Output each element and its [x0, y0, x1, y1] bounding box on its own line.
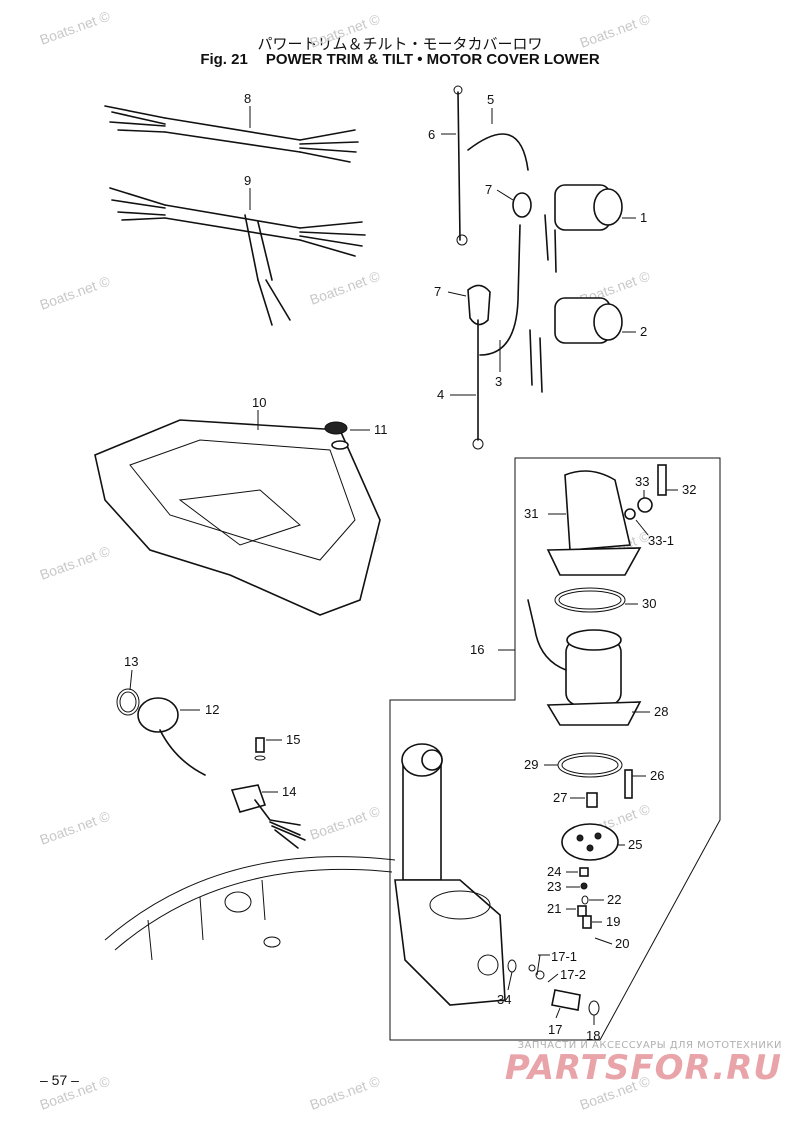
part-label-6: 6 — [428, 127, 435, 142]
part-label-30: 30 — [642, 596, 656, 611]
part-label-2: 2 — [640, 324, 647, 339]
part-label-17-1: 17-1 — [551, 949, 577, 964]
part-label-33-1: 33-1 — [648, 533, 674, 548]
part-label-16: 16 — [470, 642, 484, 657]
figure-title: POWER TRIM & TILT • MOTOR COVER LOWER — [265, 51, 600, 68]
tilt-cylinder-drawing — [394, 743, 506, 1006]
part-label-15: 15 — [286, 732, 300, 747]
valve-27-drawing — [570, 792, 598, 808]
part-label-13: 13 — [124, 654, 138, 669]
grommet-12-drawing — [137, 697, 206, 776]
watermark: Boats.net © — [308, 267, 383, 307]
watermark: Boats.net © — [38, 807, 113, 847]
o-ring-30-drawing — [554, 587, 638, 613]
cowling-reference-drawing — [104, 856, 396, 961]
part-label-18: 18 — [586, 1028, 600, 1043]
clamp-14-drawing — [230, 784, 306, 849]
o-ring-13-drawing — [116, 669, 140, 716]
watermark: Boats.net © — [578, 10, 653, 50]
part-label-29: 29 — [524, 757, 538, 772]
part-label-24: 24 — [547, 864, 561, 879]
part-label-10: 10 — [252, 395, 266, 410]
part-label-1: 1 — [640, 210, 647, 225]
part-label-8: 8 — [244, 91, 251, 106]
part-label-23: 23 — [547, 879, 561, 894]
part-label-27: 27 — [553, 790, 567, 805]
watermark: Boats.net © — [308, 802, 383, 842]
part-label-26: 26 — [650, 768, 664, 783]
reservoir-31-drawing — [546, 470, 642, 576]
o-ring-29-drawing — [544, 752, 623, 778]
part-label-21: 21 — [547, 901, 561, 916]
motor-cover-lower-10-drawing — [94, 410, 381, 616]
page-title-japanese: パワートリム＆チルト・モータカバーロワ — [257, 35, 543, 53]
part-label-31: 31 — [524, 506, 538, 521]
boot-7-upper-drawing — [496, 189, 532, 218]
part-label-12: 12 — [205, 702, 219, 717]
small-parts-drawing — [566, 867, 613, 945]
watermark: Boats.net © — [308, 1072, 383, 1112]
pump-assembly-16-frame — [389, 457, 721, 1041]
harness-9-drawing — [109, 187, 366, 326]
part-label-25: 25 — [628, 837, 642, 852]
valve-17-drawing — [528, 954, 581, 1019]
watermark: Boats.net © — [38, 7, 113, 47]
part-label-14: 14 — [282, 784, 296, 799]
part-label-7-lower: 7 — [434, 284, 441, 299]
o-ring-34-drawing — [507, 959, 517, 991]
watermark: Boats.net © — [38, 542, 113, 582]
bolt-32-drawing — [657, 464, 678, 496]
part-label-3: 3 — [495, 374, 502, 389]
bolt-15-drawing — [254, 737, 282, 761]
bolt-26-drawing — [624, 769, 646, 799]
part-label-17: 17 — [548, 1022, 562, 1037]
figure-number: Fig. 21 — [200, 51, 248, 68]
part-label-33: 33 — [635, 474, 649, 489]
part-label-9: 9 — [244, 173, 251, 188]
grommet-11-drawing — [324, 421, 370, 450]
pump-25-drawing — [561, 823, 625, 861]
wire-5-drawing — [467, 108, 529, 171]
o-ring-18-drawing — [588, 1000, 600, 1025]
part-label-17-2: 17-2 — [560, 967, 586, 982]
watermark: Boats.net © — [38, 272, 113, 312]
watermark: Boats.net © — [308, 10, 383, 50]
part-label-32: 32 — [682, 482, 696, 497]
wire-6-drawing — [441, 85, 468, 246]
part-label-5: 5 — [487, 92, 494, 107]
brand-logo-text: PARTSFOR.RU — [504, 1048, 782, 1088]
part-label-11: 11 — [374, 422, 388, 437]
plug-33-drawing — [624, 490, 653, 536]
relay-2-drawing — [529, 297, 636, 393]
relay-1-drawing — [544, 184, 636, 273]
page-title: Fig. 21 POWER TRIM & TILT • MOTOR COVER L… — [0, 51, 800, 68]
part-label-19: 19 — [606, 914, 620, 929]
part-label-7-upper: 7 — [485, 182, 492, 197]
part-label-4: 4 — [437, 387, 444, 402]
wire-4-drawing — [450, 319, 484, 450]
harness-8-drawing — [104, 105, 359, 163]
part-label-28: 28 — [654, 704, 668, 719]
page-number: – 57 – — [40, 1072, 79, 1088]
brand-tagline: ЗАПЧАСТИ И АКСЕССУАРЫ ДЛЯ МОТОТЕХНИКИ — [517, 1040, 782, 1051]
part-label-34: 34 — [497, 992, 511, 1007]
motor-28-drawing — [527, 599, 650, 726]
part-label-22: 22 — [607, 892, 621, 907]
part-label-20: 20 — [615, 936, 629, 951]
wire-3-drawing — [479, 224, 521, 372]
boot-7-lower-drawing — [447, 284, 491, 326]
brand-watermark: ЗАПЧАСТИ И АКСЕССУАРЫ ДЛЯ МОТОТЕХНИКИ PA… — [505, 1040, 782, 1085]
